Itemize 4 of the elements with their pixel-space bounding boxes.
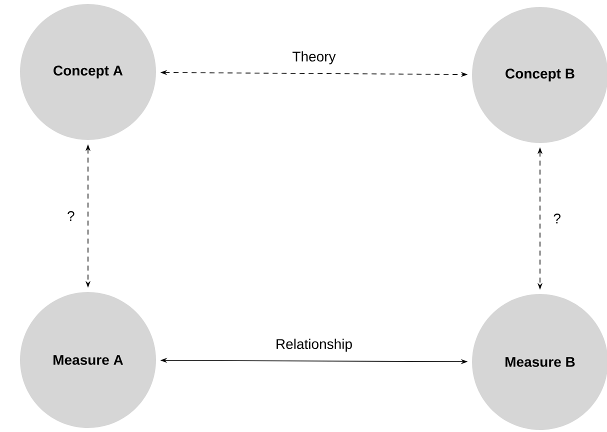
edge-label: Theory (292, 51, 336, 64)
edge-label: ? (68, 211, 74, 221)
edge-label: Relationship (276, 338, 352, 352)
edge-label: ? (554, 214, 560, 224)
